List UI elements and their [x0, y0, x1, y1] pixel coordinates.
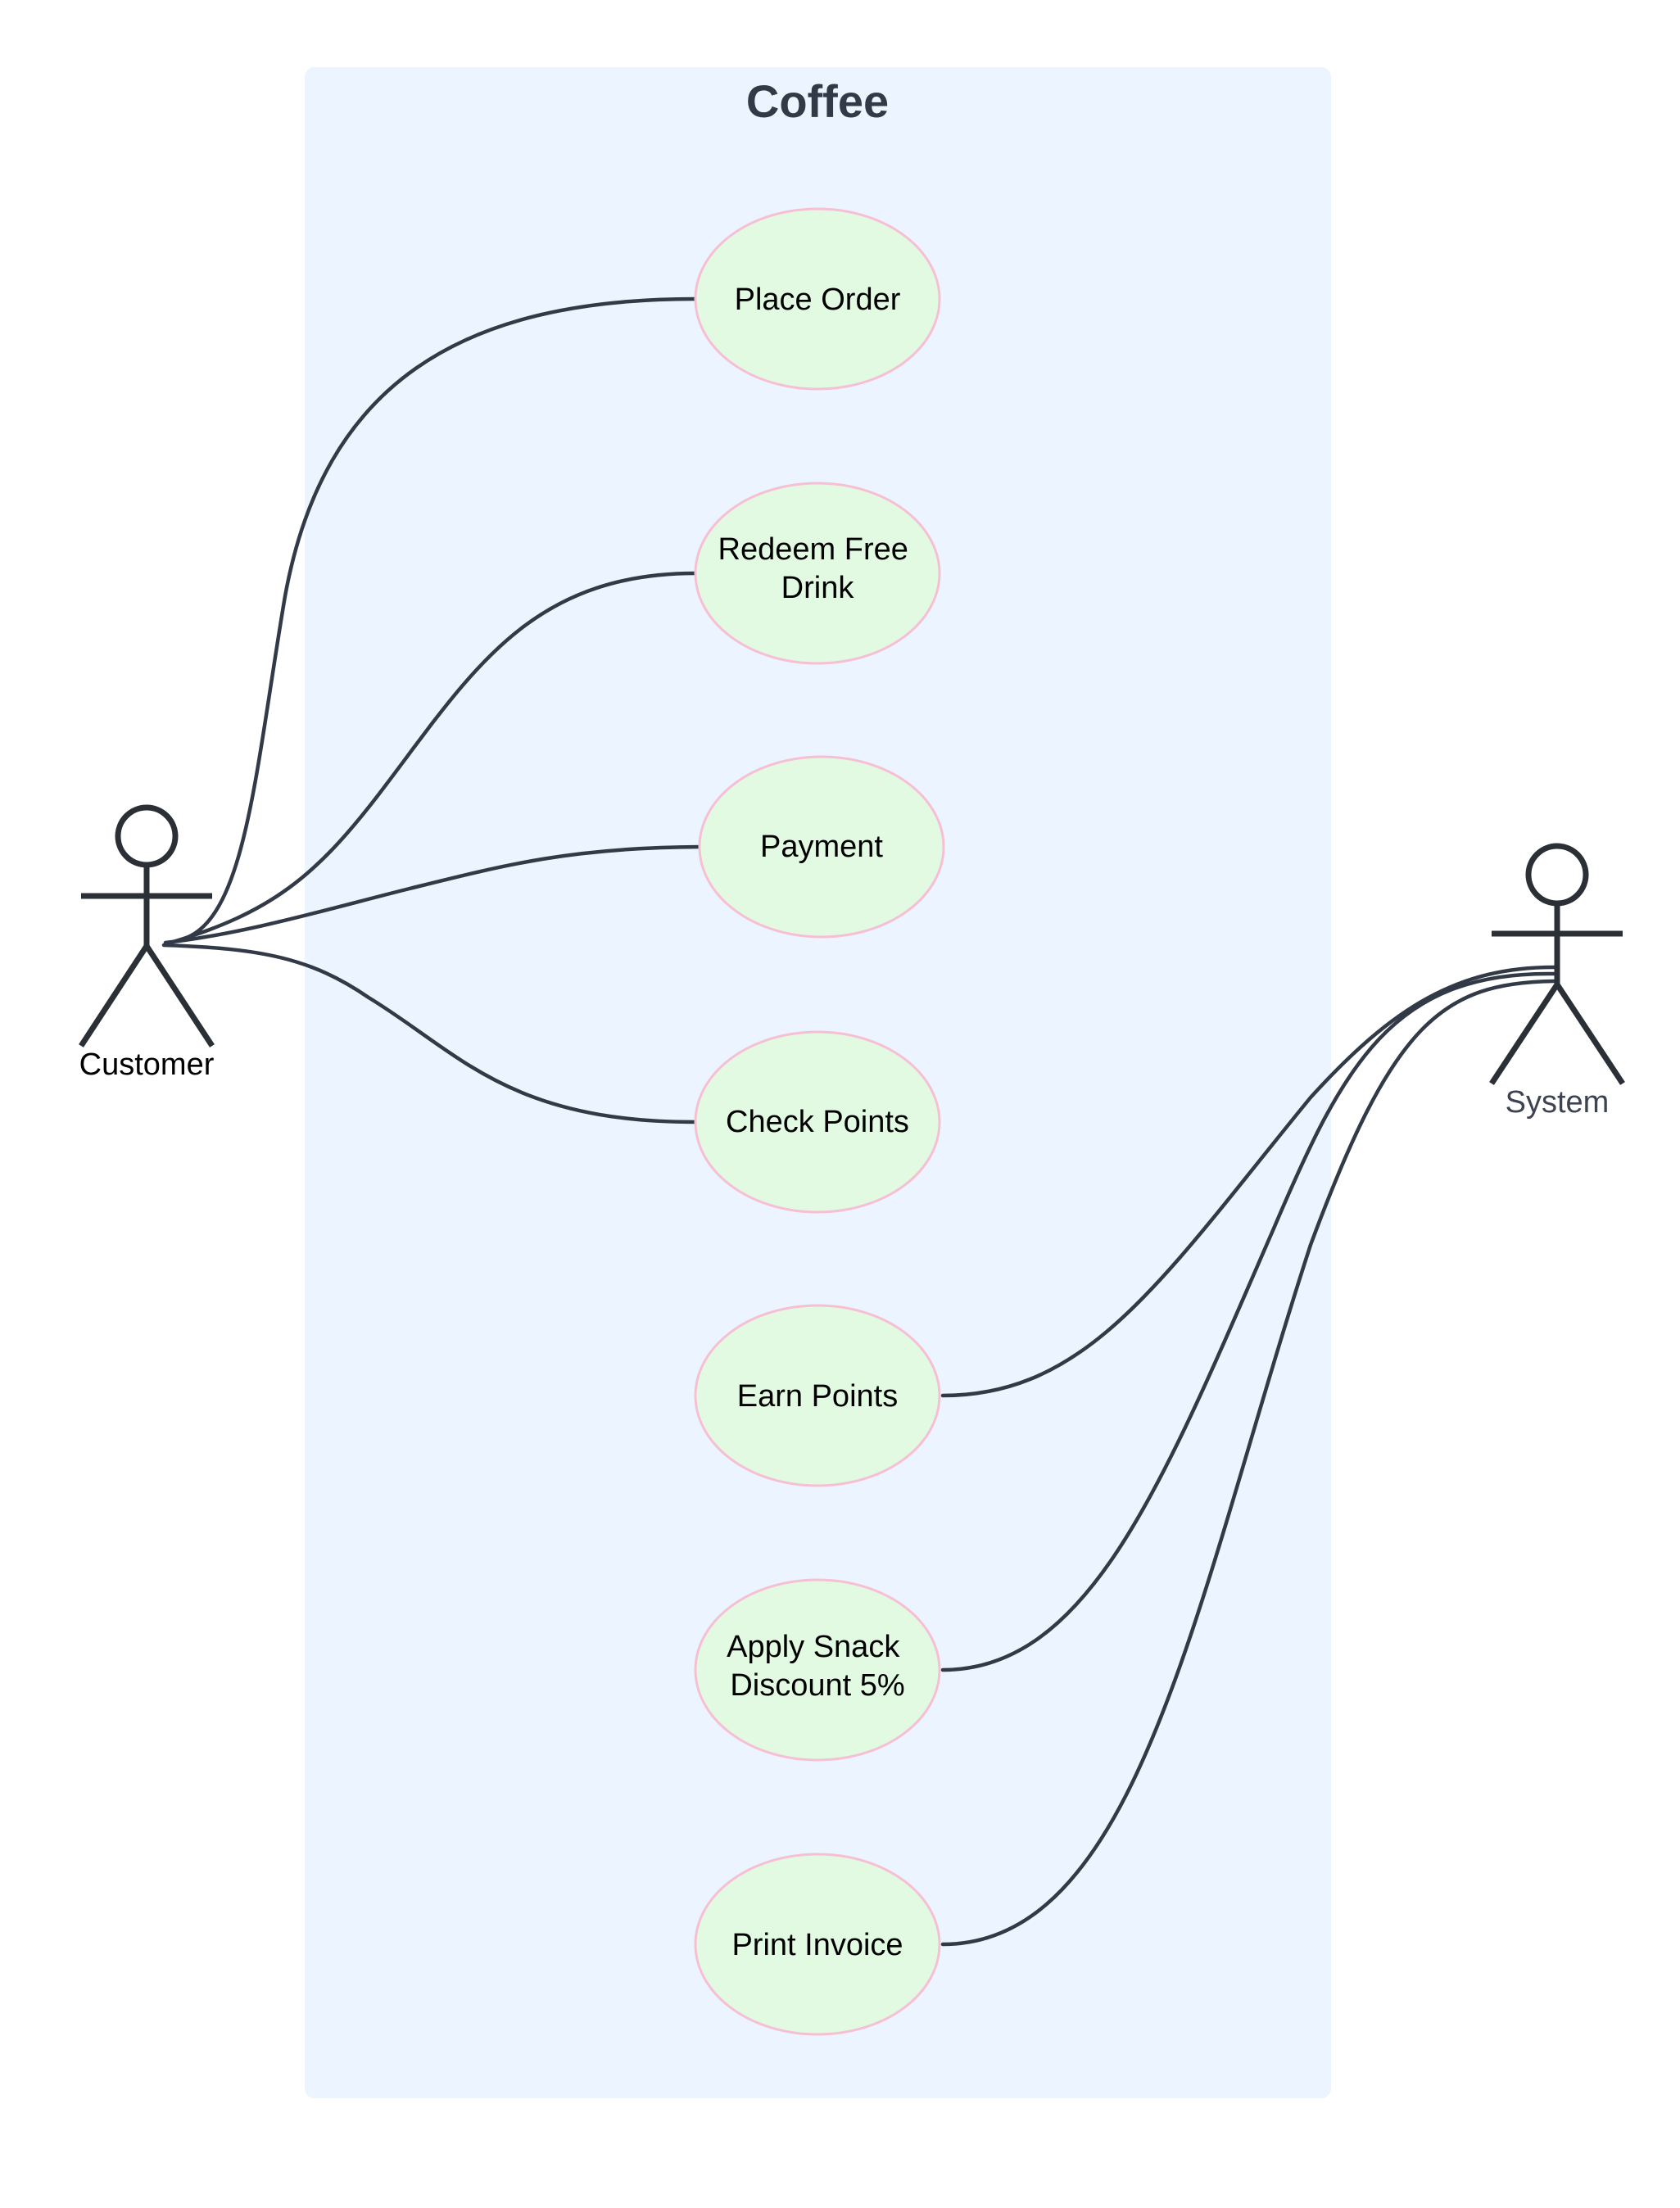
- use-case-apply-snack-discount[interactable]: Apply Snack Discount 5%: [694, 1578, 941, 1762]
- association-customer-check-points: [161, 943, 698, 1124]
- use-case-place-order[interactable]: Place Order: [694, 207, 941, 391]
- use-case-payment-line-1: Payment: [760, 830, 883, 864]
- use-case-earn-points-label: Earn Points: [737, 1379, 898, 1414]
- use-case-print-invoice[interactable]: Print Invoice: [694, 1853, 941, 2036]
- system-head-icon: [1525, 843, 1589, 907]
- use-case-payment[interactable]: Payment: [698, 755, 945, 939]
- use-case-check-points-label: Check Points: [726, 1105, 909, 1139]
- association-customer-redeem-free-drink: [168, 571, 698, 945]
- use-case-redeem-free-drink-shape: [694, 482, 941, 665]
- association-system-print-invoice: [940, 979, 1556, 1947]
- associations: [161, 296, 1559, 1947]
- association-customer-payment: [163, 844, 702, 945]
- customer-right-leg: [144, 944, 215, 1047]
- customer-head-icon: [115, 804, 179, 868]
- use-case-check-points-line-1: Check Points: [726, 1105, 909, 1139]
- actor-system-label: System: [1506, 1085, 1610, 1120]
- use-case-apply-snack-discount-line-1: Apply Snack: [727, 1630, 900, 1664]
- system-left-leg: [1489, 983, 1560, 1085]
- use-case-redeem-free-drink[interactable]: Redeem Free Drink: [694, 482, 941, 665]
- use-case-print-invoice-label: Print Invoice: [731, 1928, 903, 1962]
- use-case-print-invoice-line-1: Print Invoice: [731, 1928, 903, 1962]
- use-case-redeem-free-drink-label: Redeem Free Drink: [718, 532, 917, 605]
- use-case-place-order-line-1: Place Order: [735, 283, 901, 317]
- use-case-earn-points-line-1: Earn Points: [737, 1379, 898, 1414]
- system-right-leg: [1555, 983, 1625, 1085]
- use-case-redeem-free-drink-line-2: Drink: [781, 571, 855, 605]
- use-case-place-order-shape: [694, 207, 941, 391]
- use-case-redeem-free-drink-line-1: Redeem Free: [718, 532, 908, 567]
- use-case-check-points-shape: [694, 1030, 941, 1214]
- use-case-payment-shape: [698, 755, 945, 939]
- actor-customer-label: Customer: [79, 1047, 215, 1082]
- use-case-print-invoice-shape: [694, 1853, 941, 2036]
- actor-system[interactable]: System: [1489, 843, 1625, 1120]
- use-case-apply-snack-discount-line-2: Discount 5%: [730, 1668, 904, 1703]
- actor-customer[interactable]: Customer: [79, 804, 215, 1082]
- association-customer-place-order: [182, 296, 698, 941]
- system-boundary-title: Coffee: [746, 75, 889, 127]
- association-system-earn-points: [940, 965, 1559, 1398]
- use-case-earn-points[interactable]: Earn Points: [694, 1304, 941, 1487]
- use-case-earn-points-shape: [694, 1304, 941, 1487]
- use-case-check-points[interactable]: Check Points: [694, 1030, 941, 1214]
- use-case-place-order-label: Place Order: [735, 283, 901, 317]
- use-case-apply-snack-discount-shape: [694, 1578, 941, 1762]
- customer-left-leg: [79, 944, 149, 1047]
- association-system-apply-snack-discount: [940, 971, 1556, 1672]
- use-case-payment-label: Payment: [760, 830, 883, 864]
- use-case-apply-snack-discount-label: Apply Snack Discount 5%: [727, 1630, 908, 1703]
